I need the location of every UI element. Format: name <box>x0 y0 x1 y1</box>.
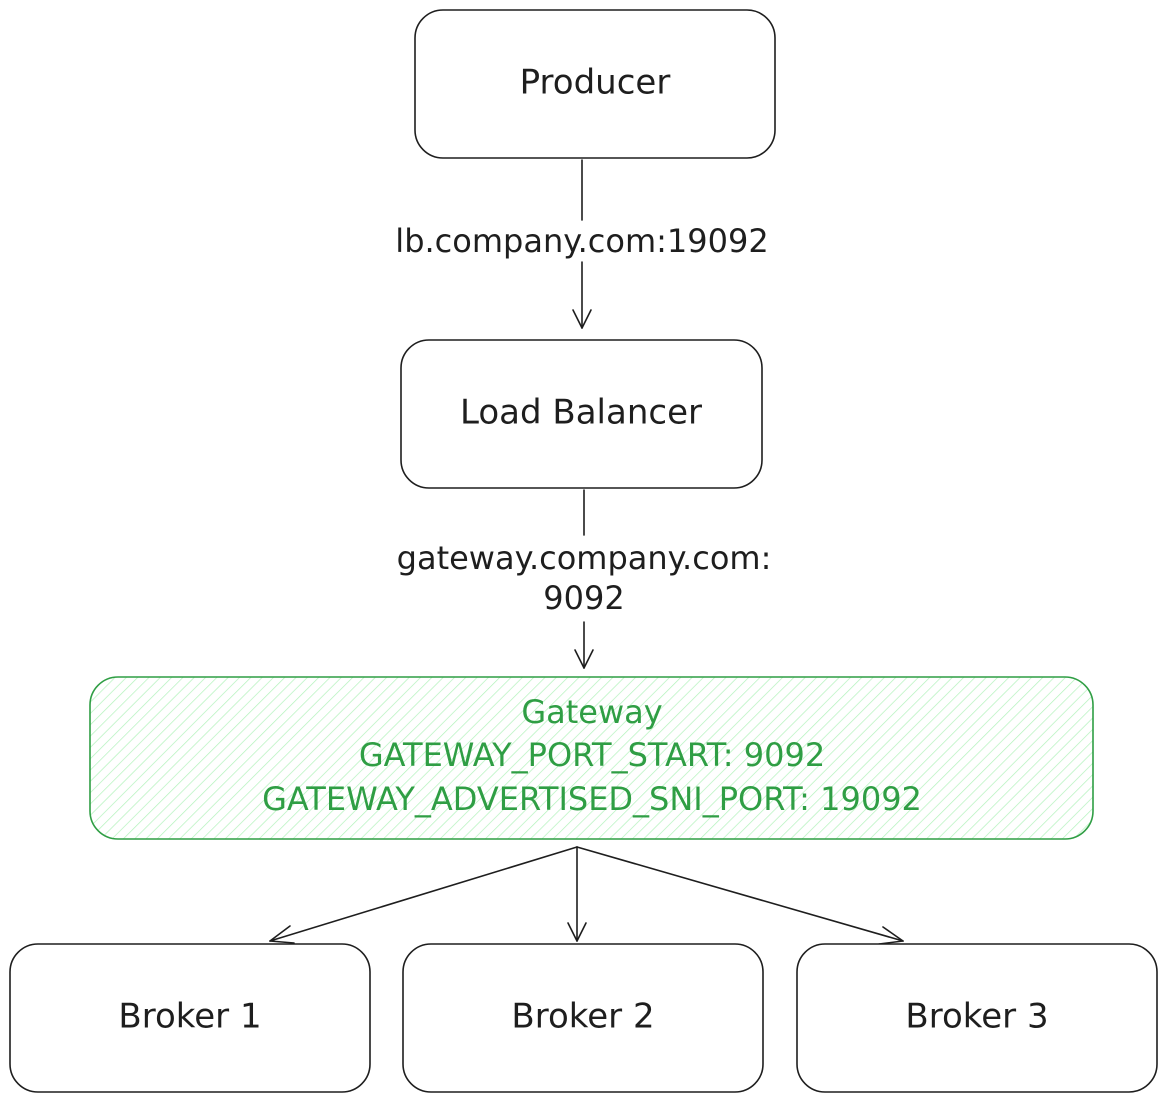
broker-2-node[interactable]: Broker 2 <box>402 943 764 1093</box>
gateway-box <box>89 676 1094 840</box>
arrowhead-gateway <box>574 649 594 669</box>
arrowhead-load-balancer <box>572 309 592 329</box>
broker-1-box <box>9 943 371 1093</box>
producer-box <box>414 9 776 159</box>
producer-node[interactable]: Producer <box>414 9 776 159</box>
gateway-advertised-sni-port: GATEWAY_ADVERTISED_SNI_PORT: 19092 <box>262 780 922 818</box>
broker-2-label: Broker 2 <box>511 997 654 1037</box>
broker-3-box <box>796 943 1158 1093</box>
arrowhead-broker-3 <box>878 926 904 945</box>
edge-label-gateway-address-line-1: gateway.company.com: <box>397 539 772 577</box>
gateway-title: Gateway <box>521 693 662 731</box>
edge-label-gateway-address-line-2: 9092 <box>543 579 624 617</box>
broker-3-label: Broker 3 <box>905 997 1048 1037</box>
edge-load-balancer-to-gateway: gateway.company.com: 9092 <box>397 489 772 669</box>
edge-producer-to-load-balancer: lb.company.com:19092 <box>395 159 769 329</box>
load-balancer-box <box>400 339 763 489</box>
broker-3-node[interactable]: Broker 3 <box>796 943 1158 1093</box>
load-balancer-node[interactable]: Load Balancer <box>400 339 763 489</box>
producer-label: Producer <box>520 63 671 103</box>
edge-line-broker-3 <box>576 846 904 942</box>
edges-gateway-to-brokers <box>269 846 904 945</box>
gateway-node[interactable]: Gateway GATEWAY_PORT_START: 9092 GATEWAY… <box>89 676 1094 840</box>
edge-line-broker-1 <box>269 846 578 942</box>
arrowhead-broker-1 <box>269 925 295 944</box>
broker-2-box <box>402 943 764 1093</box>
load-balancer-label: Load Balancer <box>460 393 702 433</box>
gateway-port-start: GATEWAY_PORT_START: 9092 <box>359 736 825 774</box>
edge-label-lb-address: lb.company.com:19092 <box>395 222 768 260</box>
broker-1-label: Broker 1 <box>118 997 261 1037</box>
arrowhead-broker-2 <box>567 922 587 942</box>
broker-1-node[interactable]: Broker 1 <box>9 943 371 1093</box>
